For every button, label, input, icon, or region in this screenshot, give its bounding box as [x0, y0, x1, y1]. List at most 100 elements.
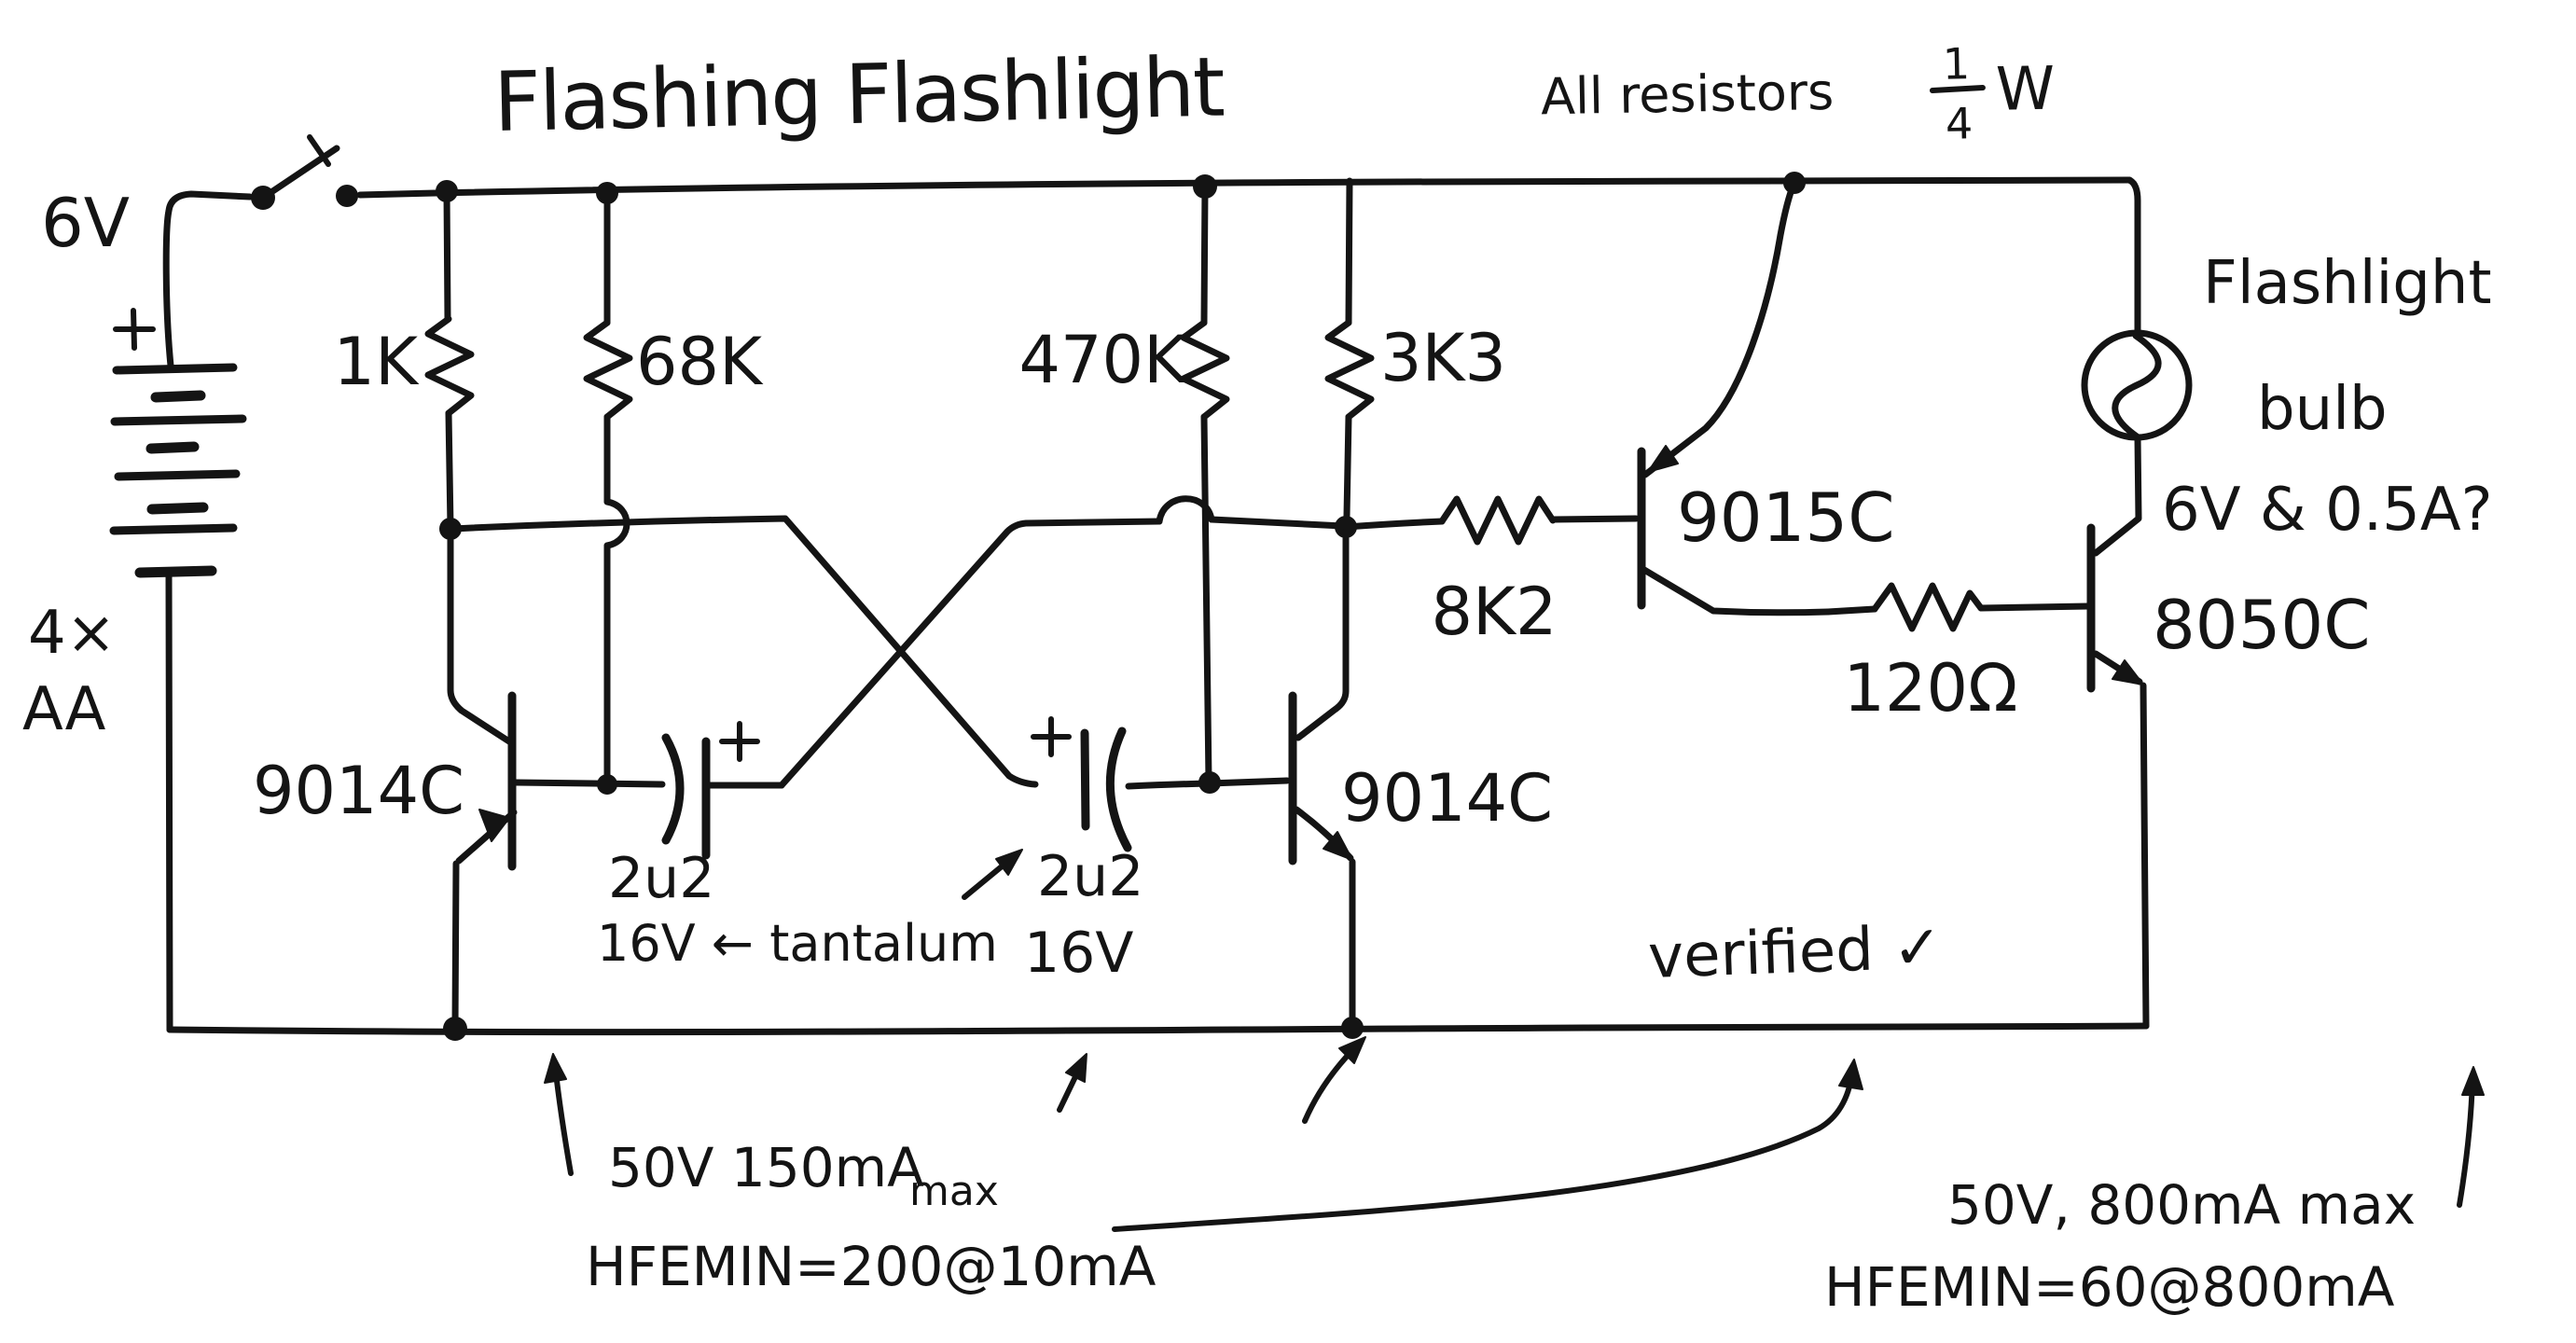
arrow-tail: [2457, 1077, 2475, 1208]
emitter-arrow: [1323, 831, 1353, 861]
resistor-3k3: 3K3: [1324, 177, 1506, 519]
fraction-bar: [1929, 85, 1986, 93]
resistor-value-label: 68K: [636, 324, 764, 400]
capacitor-value-label: 2u2: [1037, 844, 1143, 909]
bulb-rating-label: 6V & 0.5A?: [2162, 476, 2493, 545]
annotation-arrow-head: [995, 849, 1023, 876]
battery-type-label: AA: [22, 675, 106, 744]
resistor-lead: [1200, 184, 1209, 326]
transistor-label: 9015C: [1677, 478, 1895, 557]
junction-dot: [1341, 1017, 1364, 1039]
bulb-label-line2: bulb: [2257, 375, 2388, 444]
switch-blade-tick: [307, 134, 331, 167]
battery-count-label: 4×: [28, 599, 116, 668]
capacitor-plus-sign: [719, 721, 760, 762]
rail-bottom: [166, 1022, 2150, 1036]
battery-plate-long: [112, 363, 238, 375]
small-transistor-rating: 50V 150mA: [608, 1136, 924, 1199]
annotation-arrows: [544, 1036, 2485, 1232]
power-rails: [162, 176, 2150, 1036]
emitter-wire: [1641, 181, 1797, 478]
capacitor-voltage-label: 16V: [1024, 921, 1133, 986]
resistor-68k: 68K: [583, 182, 764, 786]
transistor-q1-9014c: 9014C: [253, 536, 666, 1041]
emitter-arrow: [2112, 659, 2144, 685]
schematic-title: Flashing Flashlight: [492, 39, 1225, 150]
arrow-head: [1338, 1036, 1366, 1064]
power-transistor-rating: 50V, 800mA max: [1947, 1173, 2416, 1237]
capacitor-wire: [1125, 780, 1211, 790]
collector-lead: [1641, 566, 1832, 616]
resistor-zigzag: [424, 315, 475, 417]
node-dot-q1-base: [597, 774, 617, 795]
resistor-8k2: 8K2: [1342, 495, 1640, 650]
resistor-lead: [1343, 413, 1352, 519]
transistor-q2-9014c: 9014C: [1198, 516, 1553, 1039]
rail-right-drop-to-bulb: [2126, 176, 2141, 337]
resistor-lead: [445, 409, 454, 531]
wire-q1collector-to-c2: [447, 515, 1039, 788]
verified-note: verified ✓: [1647, 913, 1944, 992]
emitter-arrow: [1647, 445, 1679, 473]
resistor-lead: [1824, 605, 1878, 616]
transistor-label: 8050C: [2153, 586, 2371, 664]
battery-plate-short: [145, 441, 200, 454]
arrow-tail: [1112, 1070, 1855, 1232]
arrow-head: [2461, 1066, 2485, 1096]
note-unit: W: [1995, 55, 2056, 125]
capacitor-plate-straight: [1080, 728, 1090, 831]
resistor-zigzag: [1438, 495, 1557, 546]
junction-dot: [1783, 172, 1806, 194]
battery-negative-wire: [165, 571, 173, 1033]
battery-plate-short: [134, 565, 217, 578]
battery-plate-long: [110, 414, 247, 426]
bulb-filament-squiggle: [2112, 332, 2162, 440]
base-lead: [512, 779, 666, 788]
note-fraction-denominator: 4: [1945, 98, 1973, 149]
battery-plus-sign: [113, 308, 156, 351]
battery-plate-short: [146, 502, 209, 515]
resistor-1k: 1K: [334, 180, 475, 531]
battery-plate-long: [114, 469, 241, 481]
emitter-wire: [451, 860, 460, 1031]
resistor-zigzag: [583, 319, 633, 421]
collector-lead: [447, 536, 516, 747]
emitter-arrow: [478, 809, 510, 842]
resistor-lead: [1977, 602, 2092, 612]
resistor-value-label: 1K: [334, 324, 421, 400]
emitter-wire: [2140, 682, 2150, 1030]
annotation-texts: 50V 150mA max HFEMIN=200@10mA 50V, 800mA…: [586, 1136, 2416, 1319]
arrow-head: [1838, 1059, 1863, 1090]
arrow-head: [544, 1053, 567, 1084]
cross-coupling-wires: [439, 495, 1347, 789]
capacitor-value-label: 2u2: [608, 846, 714, 911]
resistor-zigzag: [1180, 319, 1230, 421]
small-transistor-rating-max: max: [909, 1168, 999, 1215]
resistor-470k: 470K: [1018, 174, 1230, 784]
junction-dot: [443, 1017, 467, 1041]
resistor-lead: [1342, 518, 1446, 531]
resistor-zigzag: [1324, 319, 1375, 421]
capacitor-c2: 2u2 16V: [962, 716, 1211, 986]
power-transistor-hfe: HFEMIN=60@800mA: [1824, 1255, 2395, 1319]
resistor-wattage-note: All resistors 1 4 W: [1540, 38, 2056, 149]
note-fraction-numerator: 1: [1942, 38, 1970, 90]
flashlight-bulb: Flashlight bulb 6V & 0.5A?: [2081, 249, 2493, 545]
bulb-label-line1: Flashlight: [2203, 249, 2492, 318]
wire-hop: [1156, 495, 1215, 525]
transistor-q3-9015c: 9015C: [1637, 172, 1895, 616]
resistor-value-label: 3K3: [1380, 320, 1506, 396]
rail-top-left-segment: [162, 190, 254, 369]
switch-contact-right: [336, 185, 358, 207]
small-transistor-hfe: HFEMIN=200@10mA: [586, 1235, 1156, 1298]
resistor-lead: [1345, 177, 1353, 326]
note-text: All resistors: [1540, 62, 1834, 126]
capacitor-plate-curved: [661, 733, 685, 845]
capacitor-plate-curved: [1105, 727, 1132, 852]
capacitor-c1: 2u2 16V ← tantalum: [597, 721, 998, 973]
wire-q1base-to-q2collector: [778, 518, 1163, 789]
transistor-label: 9014C: [1341, 760, 1553, 837]
capacitor-note-label: 16V ← tantalum: [597, 914, 998, 973]
